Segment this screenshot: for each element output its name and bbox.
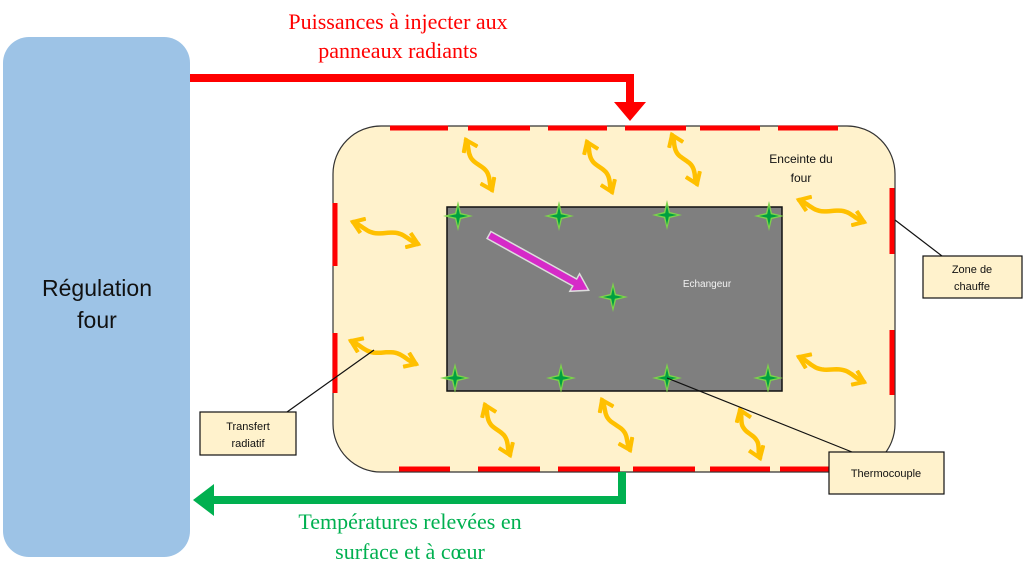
thermocouples [440, 200, 784, 393]
thermocouple-label: Thermocouple [851, 468, 921, 480]
thermocouple-star-icon [753, 363, 783, 393]
radiative-transfer-leader [286, 349, 375, 413]
regulation-block: Régulation four [3, 37, 190, 557]
radiative-transfer-callout: Transfert radiatif [199, 411, 297, 456]
exchanger-label: Echangeur [683, 279, 732, 290]
temperature-label-line2: surface et à cœur [335, 539, 485, 564]
regulation-label-line2: four [77, 307, 117, 333]
radiation-double-arrow [672, 135, 697, 184]
radiative-transfer-line1: Transfert [226, 421, 270, 433]
enclosure-label-line1: Enceinte du [769, 152, 832, 166]
core-arrow [486, 230, 590, 293]
radiation-double-arrow [740, 410, 760, 458]
thermocouple-callout: Thermocouple [828, 451, 945, 495]
heating-zone-leader [894, 219, 943, 257]
radiation-double-arrow [351, 341, 416, 364]
temperature-label-line1: Températures relevées en [298, 509, 521, 534]
thermocouple-leader [666, 377, 853, 453]
power-label-line2: panneaux radiants [318, 38, 477, 63]
heating-zone-line2: chauffe [954, 281, 990, 293]
power-label-line1: Puissances à injecter aux [288, 9, 507, 34]
thermocouple-star-icon [544, 201, 574, 231]
radiation-double-arrow [799, 357, 864, 382]
thermocouple-star-icon [652, 200, 682, 230]
radiation-double-arrow [485, 405, 510, 455]
regulation-label-line1: Régulation [42, 275, 152, 301]
radiation-double-arrow [587, 142, 612, 192]
thermocouple-star-icon [598, 282, 628, 312]
radiation-double-arrow [353, 222, 418, 244]
enclosure-label-line2: four [791, 171, 812, 185]
heating-zone-line1: Zone de [952, 264, 992, 276]
temperature-arrow [193, 472, 626, 516]
radiative-transfer-line2: radiatif [231, 438, 265, 450]
radiation-double-arrow [602, 400, 630, 450]
heating-zone-callout: Zone de chauffe [922, 255, 1023, 299]
power-arrow [190, 74, 646, 121]
radiation-arrows [351, 135, 864, 458]
thermocouple-star-icon [546, 363, 576, 393]
thermocouple-star-icon [754, 201, 784, 231]
thermocouple-star-icon [440, 363, 470, 393]
thermocouple-star-icon [443, 201, 473, 231]
radiation-double-arrow [799, 200, 864, 222]
radiation-double-arrow [466, 140, 492, 190]
